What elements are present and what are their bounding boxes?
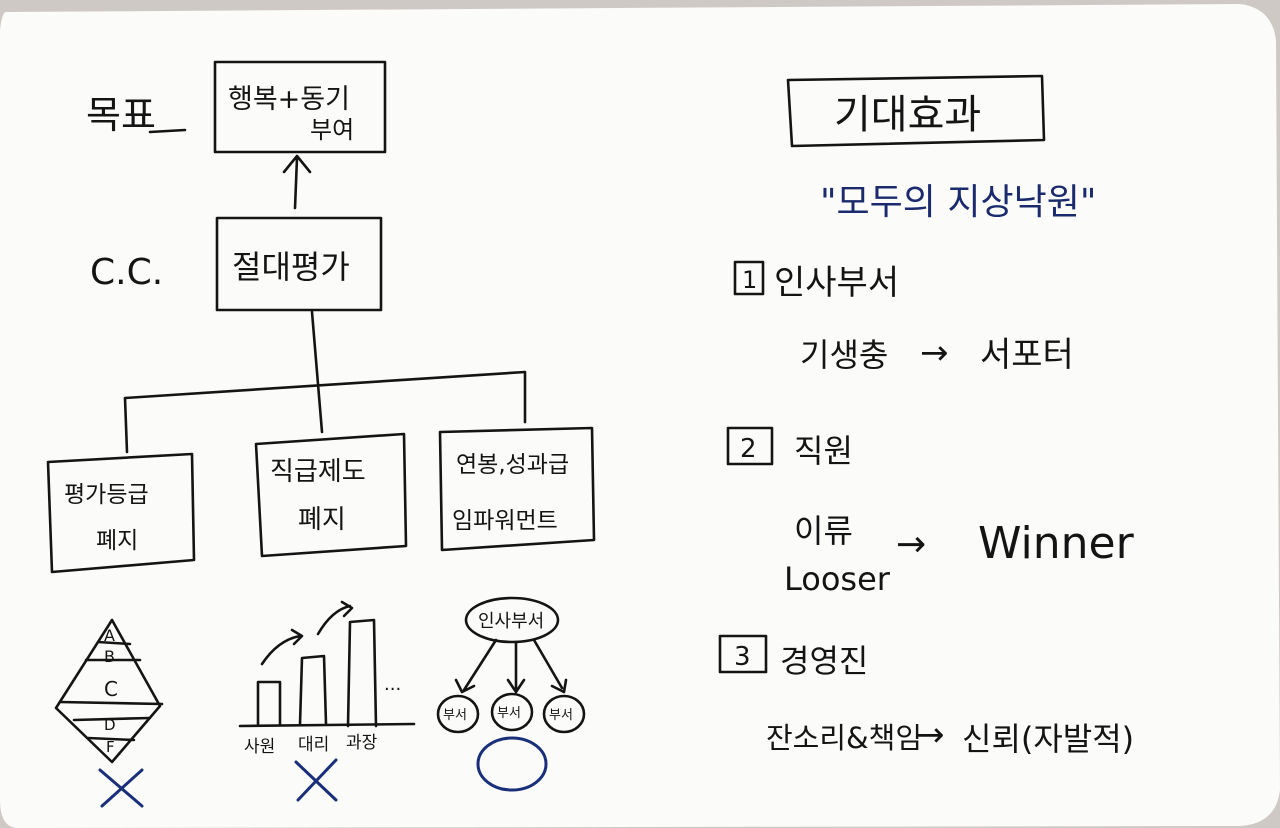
item-2-arrow: → <box>896 524 926 565</box>
goal-box-line1: 행복+동기 <box>228 84 350 115</box>
item-1-number: 1 <box>742 266 757 294</box>
bar-axis-gwajang: 과장 <box>346 733 378 753</box>
item-3-heading: 경영진 <box>780 642 868 680</box>
grade-b: B <box>104 647 115 666</box>
item-3-number: 3 <box>734 642 751 672</box>
item-2-heading: 직원 <box>794 432 853 470</box>
item-2-from-line2: Looser <box>784 560 891 598</box>
grade-a: A <box>104 626 115 645</box>
branch-2-line1: 직급제도 <box>270 457 366 487</box>
item-2-number: 2 <box>740 434 757 464</box>
branch-3-line1: 연봉,성과급 <box>456 452 569 478</box>
cc-label: C.C. <box>90 252 163 293</box>
goal-box-line2: 부여 <box>310 116 354 144</box>
branch-2-line2: 폐지 <box>298 505 346 535</box>
branch-1-line2: 폐지 <box>96 528 138 554</box>
grade-f: F <box>106 738 115 756</box>
board-surface <box>0 4 1280 828</box>
title-text: 기대효과 <box>834 92 981 138</box>
org-dept-1: 부서 <box>443 708 467 723</box>
item-1-to: 서포터 <box>980 335 1074 375</box>
bar-axis-sawon: 사원 <box>244 737 275 757</box>
item-1-from: 기생충 <box>800 336 888 374</box>
item-3-arrow: → <box>916 715 945 755</box>
item-2-from-line1: 이류 <box>794 512 853 550</box>
item-1-arrow: → <box>920 333 949 373</box>
grade-d: D <box>104 716 116 734</box>
bar-axis-daeri: 대리 <box>298 735 329 755</box>
org-dept-3: 부서 <box>549 708 573 723</box>
branch-1-line1: 평가등급 <box>64 482 149 508</box>
item-3-to: 신뢰(자발적) <box>962 720 1134 758</box>
org-hr-node: 인사부서 <box>478 611 544 632</box>
goal-label: 목표 <box>86 93 156 137</box>
item-3-from: 잔소리&책임 <box>766 721 922 755</box>
item-1-heading: 인사부서 <box>774 263 899 303</box>
grade-c: C <box>104 677 118 701</box>
cc-box-text: 절대평가 <box>232 248 350 286</box>
bar-ellipsis: ... <box>384 674 401 695</box>
org-dept-2: 부서 <box>497 706 521 721</box>
item-2-to: Winner <box>978 518 1135 569</box>
branch-3-line2: 임파워먼트 <box>452 508 558 534</box>
slogan-text: "모두의 지상낙원" <box>820 182 1096 223</box>
